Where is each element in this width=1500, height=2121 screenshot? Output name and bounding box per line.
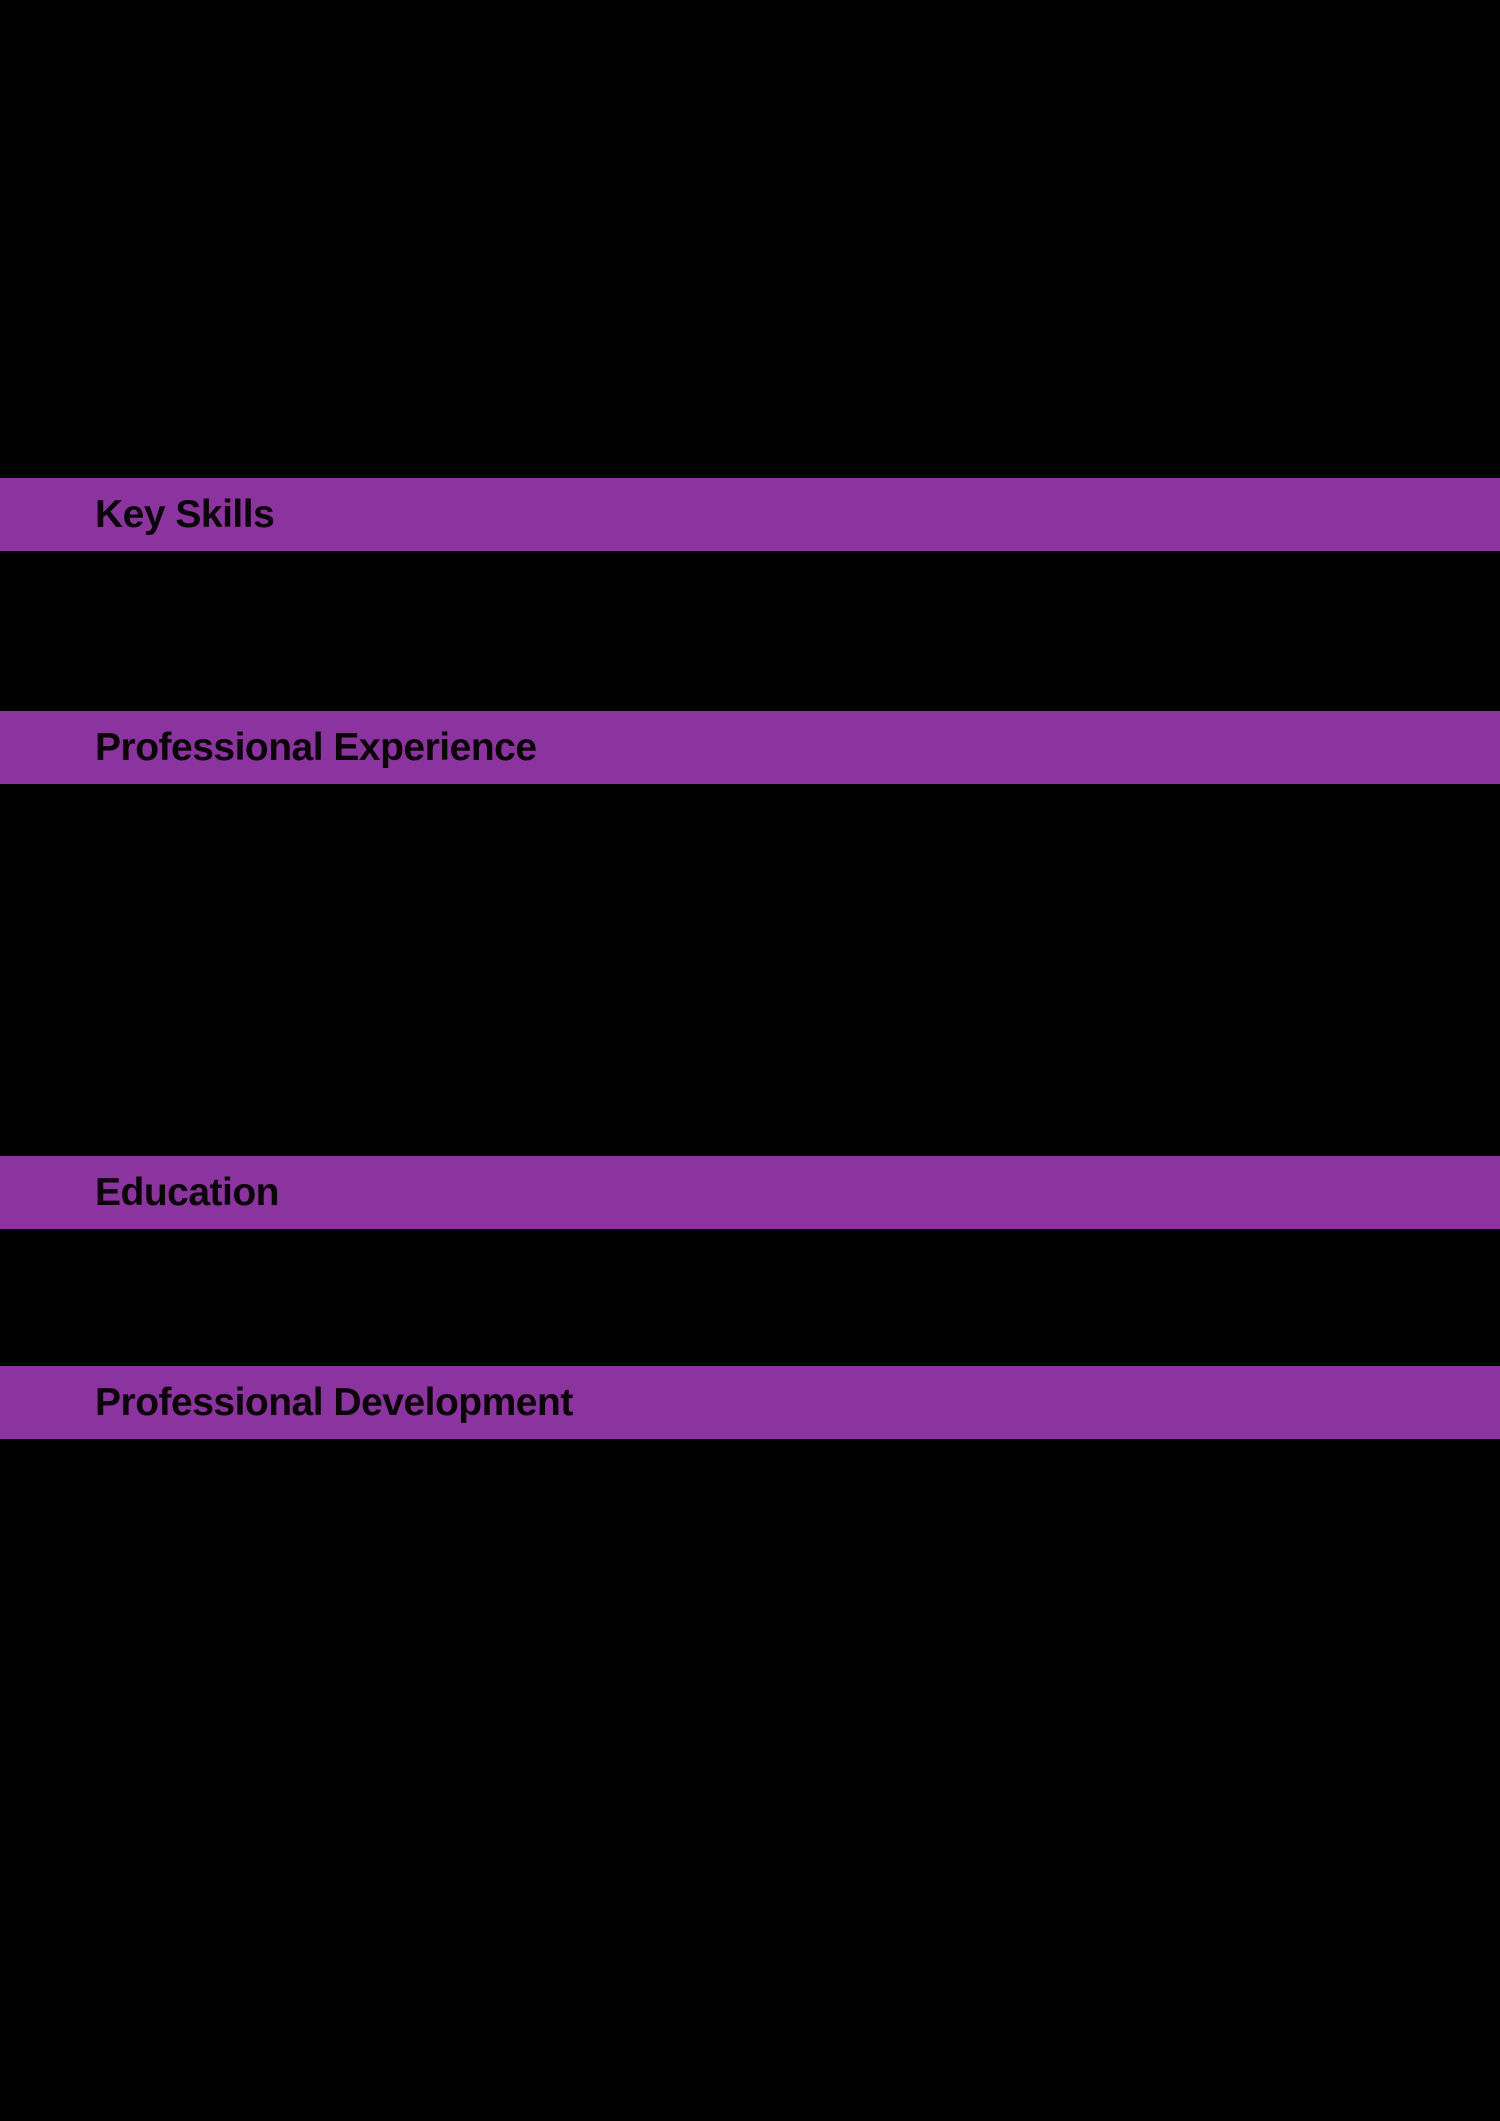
section-header-education: Education — [0, 1156, 1500, 1229]
section-header-professional-development: Professional Development — [0, 1366, 1500, 1439]
section-title-education: Education — [95, 1170, 280, 1214]
section-title-professional-development: Professional Development — [95, 1380, 573, 1424]
section-title-professional-experience: Professional Experience — [95, 725, 537, 769]
section-header-professional-experience: Professional Experience — [0, 711, 1500, 784]
professional-experience-body-blank — [0, 784, 1500, 1156]
section-header-key-skills: Key Skills — [0, 478, 1500, 551]
header-region-blank — [0, 0, 1500, 478]
education-body-blank — [0, 1229, 1500, 1366]
key-skills-body-blank — [0, 551, 1500, 711]
section-title-key-skills: Key Skills — [95, 492, 275, 536]
professional-development-body-blank — [0, 1439, 1500, 2121]
